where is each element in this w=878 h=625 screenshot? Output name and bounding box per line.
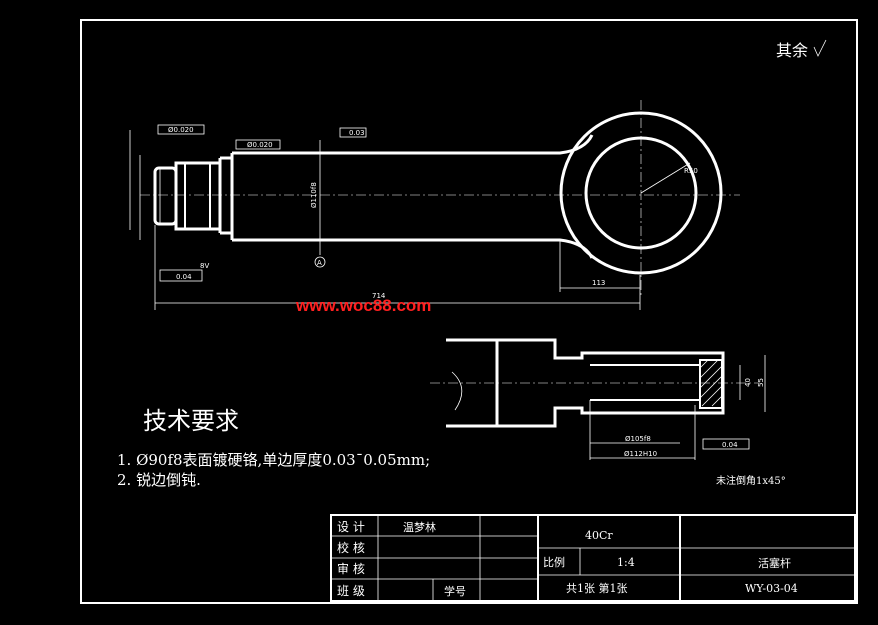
rod-diameter-label: Ø110f8 xyxy=(310,182,318,208)
drawing-border xyxy=(80,19,858,604)
tolerance-frame-2 xyxy=(235,139,281,150)
rod-shoulder xyxy=(218,156,232,235)
perp-tolerance-label: 0.04 xyxy=(176,273,192,281)
corner-note: 其余 xyxy=(776,41,808,60)
roughness-icon xyxy=(813,39,827,57)
hatch-lines xyxy=(699,359,723,407)
tb-check-label: 校 核 xyxy=(337,540,365,555)
tb-sheets: 共1张 第1张 xyxy=(566,581,628,595)
title-block: 设 计 温梦林 校 核 审 核 班 级 学号 40Cr 比例 1:4 活塞杆 共… xyxy=(330,514,856,602)
detail-hatched-section xyxy=(699,359,723,409)
piston-rod-main-view: R50 Ø110f8 A Ø0.020 Ø0.020 0.03 0.04 8V … xyxy=(129,100,740,310)
datum-circle xyxy=(314,256,326,268)
tb-part-name: 活塞杆 xyxy=(758,556,791,570)
datum-label: A xyxy=(317,259,322,267)
tb-class-label: 班 级 xyxy=(337,584,365,598)
rod-tip xyxy=(153,166,178,226)
eye-radius-label: R50 xyxy=(684,167,698,175)
rod-end-section xyxy=(174,161,222,231)
small-dim-label: 8V xyxy=(200,262,209,270)
tolerance-2-label: Ø0.020 xyxy=(247,141,273,149)
tech-req-heading: 技术要求 xyxy=(143,407,239,435)
tb-design-label: 设 计 xyxy=(337,520,365,534)
tb-design-name: 温梦林 xyxy=(403,520,436,534)
tech-req-item-1: 1. Ø90f8表面镀硬铬,单边厚度0.03¯0.05mm; xyxy=(117,451,430,469)
detail-perp-label: 0.04 xyxy=(722,441,738,449)
overall-length-label: 714 xyxy=(372,292,386,300)
perp-tolerance-frame xyxy=(159,269,203,282)
detail-dim-2-label: Ø112H10 xyxy=(624,450,657,458)
tb-review-label: 审 核 xyxy=(337,561,365,576)
tech-req-item-2: 2. 锐边倒钝. xyxy=(117,471,201,489)
detail-h2-label: 55 xyxy=(757,378,765,387)
tolerance-1-label: Ø0.020 xyxy=(168,126,194,134)
detail-perp-frame xyxy=(702,438,750,450)
detail-view: Ø105f8 Ø112H10 40 55 0.04 xyxy=(430,338,766,460)
tb-scale-label: 比例 xyxy=(543,555,565,569)
eye-radius-line xyxy=(640,162,691,194)
watermark: www.woc88.com xyxy=(295,296,431,315)
detail-h1-label: 40 xyxy=(744,378,752,387)
tb-student-no-label: 学号 xyxy=(444,584,466,598)
tb-scale-value: 1:4 xyxy=(617,556,635,569)
tolerance-frame-3 xyxy=(339,127,367,138)
tolerance-3-label: 0.03 xyxy=(349,129,365,137)
chamfer-note: 未注倒角1x45° xyxy=(716,474,786,487)
rod-body xyxy=(230,134,594,259)
tb-material: 40Cr xyxy=(585,529,613,542)
detail-break-line xyxy=(451,371,463,411)
offset-label: 113 xyxy=(592,279,605,287)
tb-drawing-no: WY-03-04 xyxy=(745,582,798,595)
tolerance-frame-1 xyxy=(157,124,205,135)
detail-dim-1-label: Ø105f8 xyxy=(625,435,651,443)
